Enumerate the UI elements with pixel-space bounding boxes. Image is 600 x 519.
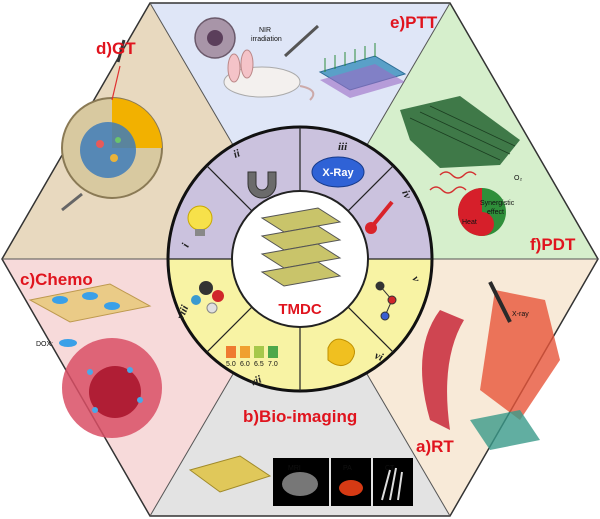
ptt-nir-label: NIR bbox=[259, 27, 271, 34]
syringe-icon bbox=[283, 24, 320, 58]
ph-tick-1: 6.0 bbox=[240, 361, 250, 368]
nanoparticle-icon bbox=[327, 338, 355, 366]
segment-label-pdt: f)PDT bbox=[530, 235, 576, 254]
ring-label-viii: viii bbox=[175, 303, 192, 321]
pdt-o2-label: O₂ bbox=[514, 175, 522, 182]
molecule-icon-viii bbox=[191, 281, 224, 314]
ring-items: i ii X-Ray iii iv v vi 5.0 6.0 bbox=[175, 141, 423, 389]
magnet-icon bbox=[247, 171, 277, 199]
tmdc-nanosheet-rt bbox=[480, 290, 560, 420]
pdt-heat-label: Heat bbox=[462, 219, 477, 226]
tmdc-nanosheet-imaging bbox=[188, 455, 272, 493]
chemo-illustration: DOX: bbox=[28, 283, 162, 438]
thermometer-icon bbox=[365, 200, 394, 234]
segment-label-rt: a)RT bbox=[416, 437, 454, 456]
mri-label: MRI bbox=[288, 465, 301, 472]
ph-tick-2: 6.5 bbox=[254, 361, 264, 368]
tmdc-nanosheet-pdt bbox=[400, 96, 520, 168]
segment-label-ptt: e)PTT bbox=[390, 13, 438, 32]
chemo-dox-label: DOX: bbox=[36, 341, 53, 348]
segment-label-chemo: c)Chemo bbox=[20, 270, 93, 289]
xray-badge-icon bbox=[311, 156, 365, 188]
segment-label-bioimaging: b)Bio-imaging bbox=[243, 407, 357, 426]
gt-laser-icon bbox=[116, 39, 126, 63]
ptt-illustration: NIR irradiation bbox=[194, 17, 407, 101]
center-label: TMDC bbox=[278, 301, 321, 318]
pdt-illustration: Synergistic effect Heat O₂ bbox=[400, 96, 522, 236]
lightbulb-icon bbox=[187, 205, 213, 236]
gt-illustration bbox=[61, 39, 163, 212]
center-tmdc: TMDC bbox=[231, 190, 369, 328]
ph-tick-0: 5.0 bbox=[226, 361, 236, 368]
ring-label-i: i bbox=[180, 241, 193, 249]
ptt-irradiation-label: irradiation bbox=[251, 36, 282, 43]
pdt-synergistic-label: Synergistic bbox=[480, 200, 515, 207]
xray-badge-label: X-Ray bbox=[322, 167, 354, 179]
xray-emitter-icon bbox=[488, 281, 512, 323]
tmdc-layer-stack-icon bbox=[260, 207, 342, 287]
ph-color-scale: 5.0 6.0 6.5 7.0 bbox=[226, 346, 278, 368]
dox-drug-icon bbox=[59, 339, 77, 347]
ring-label-ii: ii bbox=[232, 147, 243, 161]
tmdc-nanosheet-chemo bbox=[28, 283, 152, 323]
blood-vessel-icon bbox=[422, 310, 464, 430]
pa-label: PA bbox=[343, 465, 352, 472]
molecule-icon-v bbox=[375, 281, 397, 321]
bioimaging-illustration: MRI PA CT bbox=[188, 455, 413, 506]
ring-label-iii: iii bbox=[338, 141, 348, 153]
ct-label: CT bbox=[385, 465, 395, 472]
rt-illustration: X-ray bbox=[422, 281, 560, 450]
tmdc-nanosheet-ptt bbox=[318, 43, 407, 98]
ph-tick-3: 7.0 bbox=[268, 361, 278, 368]
ring-label-v: v bbox=[409, 274, 422, 283]
segment-label-gt: d)GT bbox=[96, 39, 136, 58]
rt-xray-label: X-ray bbox=[512, 311, 529, 318]
pdt-effect-label: effect bbox=[487, 209, 504, 216]
